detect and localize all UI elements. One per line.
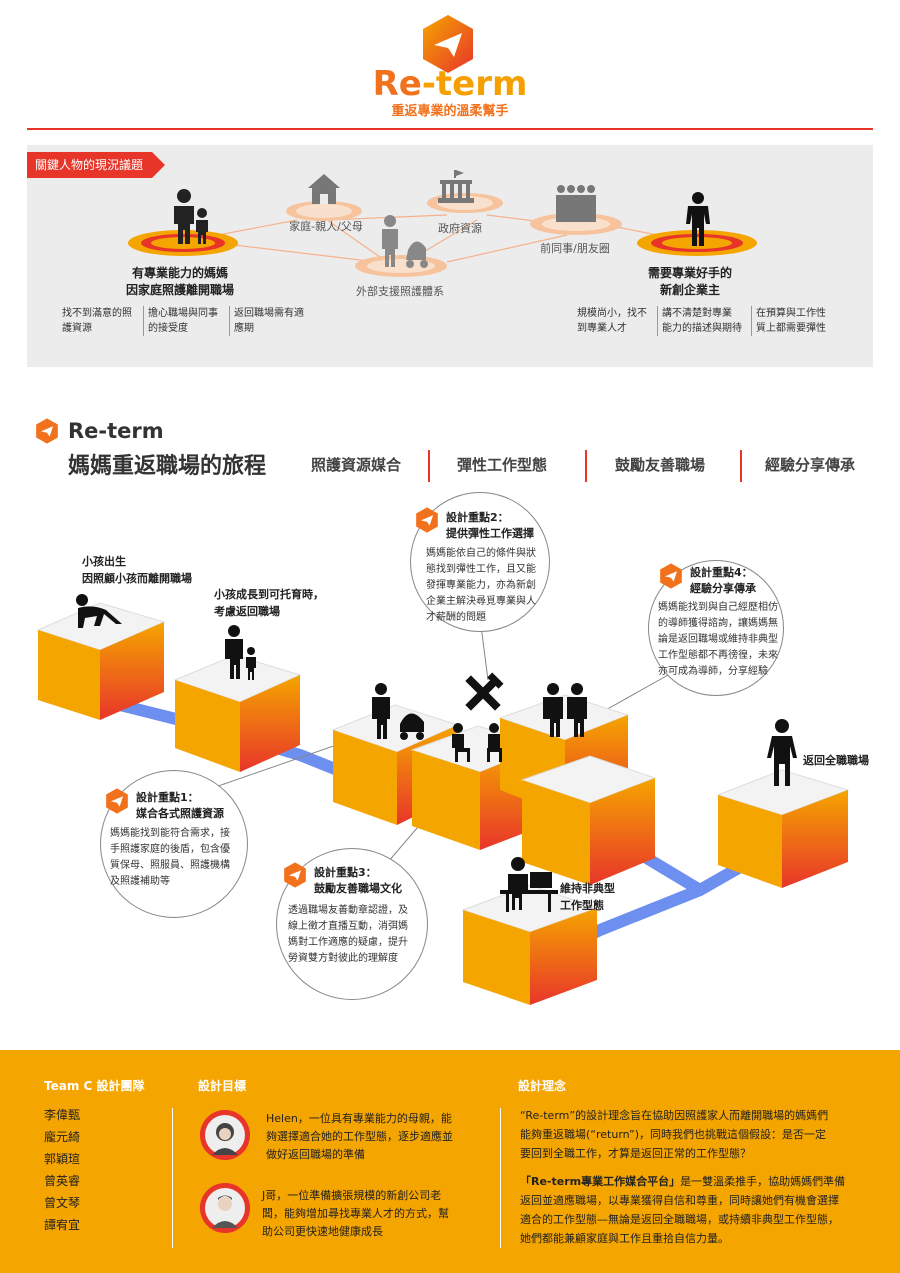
desk-worker-icon [500, 857, 558, 912]
government-label: 政府資源 [438, 222, 482, 235]
team-member: 曾文琴 [44, 1196, 81, 1210]
callout-2-icon [416, 507, 438, 533]
team-member: 李偉甄 [44, 1108, 81, 1122]
callout-1-title: 設計重點1：媒合各式照護資源 [136, 791, 224, 820]
government-building-icon [438, 170, 474, 203]
business-owner-icon [686, 192, 710, 246]
stage-atypical-label: 維持非典型工作型態 [560, 882, 615, 912]
header-divider [27, 128, 873, 130]
callout-1-body: 媽媽能找到能符合需求，接手照護家庭的後盾，包含優質保母、照服員、照護機構及照護補… [110, 828, 230, 887]
footer [0, 1050, 900, 1273]
callout-2-circle [410, 492, 550, 632]
working-woman-icon [767, 719, 797, 786]
callout-4-icon [660, 563, 682, 589]
concept-paragraph-2: 「Re-term專業工作媒合平台」是一雙溫柔推手，協助媽媽們準備 返回並適應職場… [520, 1175, 846, 1245]
issue-divider [229, 306, 230, 336]
callout-3-body: 透過職場友善動章認證，及線上徵才直播互動，消弭媽媽對工作適應的疑慮，提升勞資雙方… [288, 905, 408, 964]
pillar-friendly-workplace: 鼓勵友善職場 [615, 456, 706, 474]
persona-helen: Helen，一位具有專業能力的母親，能夠選擇適合她的工作型態，逐步適應並做好返回… [266, 1112, 453, 1161]
stage-cube-birth [36, 602, 166, 720]
tagline: 重返專業的溫柔幫手 [391, 104, 509, 119]
brand-name: Re-term [372, 64, 528, 104]
persona-j-ge: J哥，一位準備擴張規模的新創公司老闆，能夠增加尋找專業人才的方式，幫助公司更快速… [262, 1189, 449, 1238]
concept-heading: 設計理念 [518, 1079, 567, 1093]
footer-divider [172, 1108, 173, 1248]
goal-heading: 設計目標 [198, 1079, 247, 1093]
tools-icon [465, 672, 504, 711]
external-care-label: 外部支援照護體系 [356, 285, 444, 298]
colleagues-label: 前同事/朋友圈 [540, 242, 610, 255]
team-member: 郭穎瑄 [44, 1152, 81, 1166]
stage-cube-atypical [461, 884, 599, 1005]
team-member-list: 李偉甄 龐元綺 郭穎瑄 曾英睿 曾文琴 譚宥宜 [44, 1104, 80, 1236]
callout-4-title: 設計重點4：經驗分享傳承 [690, 566, 756, 595]
pillar-experience-sharing: 經驗分享傳承 [765, 456, 856, 474]
concept-paragraph-1: “Re-term”的設計理念旨在協助因照護家人而離開職場的媽媽們能夠重返職場(“… [520, 1109, 829, 1160]
pillar-care-matching: 照護資源媒合 [311, 456, 402, 474]
pillar-divider [428, 450, 430, 482]
team-member: 譚宥宜 [44, 1218, 81, 1232]
footer-divider [500, 1108, 501, 1248]
issue-divider [751, 306, 752, 336]
crawling-baby-icon [76, 594, 122, 628]
mother-child-walking-icon [225, 625, 256, 680]
mother-issue-2: 擔心職場與同事的接受度 [148, 308, 218, 334]
mother-title: 有專業能力的媽媽 因家庭照護離開職場 [125, 266, 234, 297]
journey-title: 媽媽重返職場的旅程 [68, 454, 267, 479]
pillar-flexible-work: 彈性工作型態 [457, 456, 548, 474]
section-tag: 關鍵人物的現況議題 [27, 152, 165, 178]
startup-title: 需要專業好手的 新創企業主 [647, 266, 732, 297]
pillar-divider [585, 450, 587, 482]
mother-issue-3: 返回職場需有適應期 [234, 308, 304, 334]
callout-3-title: 設計重點3：鼓勵友善職場文化 [314, 866, 402, 895]
callout-3-icon [284, 862, 306, 888]
section-brand: Re-term [68, 419, 164, 443]
family-label: 家庭-親人/父母 [289, 220, 363, 233]
callout-2-body: 媽媽能依自己的條件與狀態找到彈性工作，且又能發揮專業能力，亦為新創企業主解決尋覓… [426, 548, 536, 623]
stage-cube-flexible [520, 755, 657, 885]
callout-2-title: 設計重點2：提供彈性工作選擇 [446, 511, 534, 540]
callout-1-icon [106, 788, 128, 814]
startup-issue-2: 講不清楚對專業能力的描述與期待 [662, 308, 742, 334]
interview-meeting-icon [452, 723, 502, 762]
team-member: 曾英睿 [44, 1174, 81, 1188]
stage-cube-grow [173, 654, 302, 772]
team-member: 龐元綺 [44, 1130, 81, 1144]
pillar-divider [740, 450, 742, 482]
issue-divider [143, 306, 144, 336]
mother-issue-1: 找不到滿意的照護資源 [62, 308, 132, 334]
mother-child-icon [174, 189, 208, 244]
house-icon [308, 174, 340, 204]
helen-avatar [200, 1110, 250, 1160]
stage-grow-label: 小孩成長到可托育時，考慮返回職場 [214, 588, 324, 618]
re-term-small-logo-icon [36, 418, 58, 444]
brand-logo-icon [423, 15, 473, 73]
stage-birth-label: 小孩出生因照顧小孩而離開職場 [82, 555, 192, 585]
startup-issue-3: 在預算與工作性質上都需要彈性 [756, 308, 826, 334]
caregiver-with-stroller-icon [372, 683, 424, 740]
callout-4-body: 媽媽能找到與自己經歷相仿的導師獲得諮詢，讓媽媽無論是返回職場或維持非典型工作型態… [658, 602, 778, 677]
j-ge-avatar [200, 1183, 250, 1233]
journey-illustration [36, 602, 850, 1005]
startup-issue-1: 規模尚小，找不到專業人才 [577, 308, 647, 334]
colleagues-group-icon [556, 185, 596, 222]
issue-divider [657, 306, 658, 336]
caregiver-icon [382, 215, 428, 268]
mentors-icon [543, 683, 587, 737]
stage-return-label: 返回全職職場 [803, 754, 869, 767]
stage-cube-return [716, 769, 850, 888]
team-heading: Team C 設計團隊 [44, 1079, 145, 1093]
